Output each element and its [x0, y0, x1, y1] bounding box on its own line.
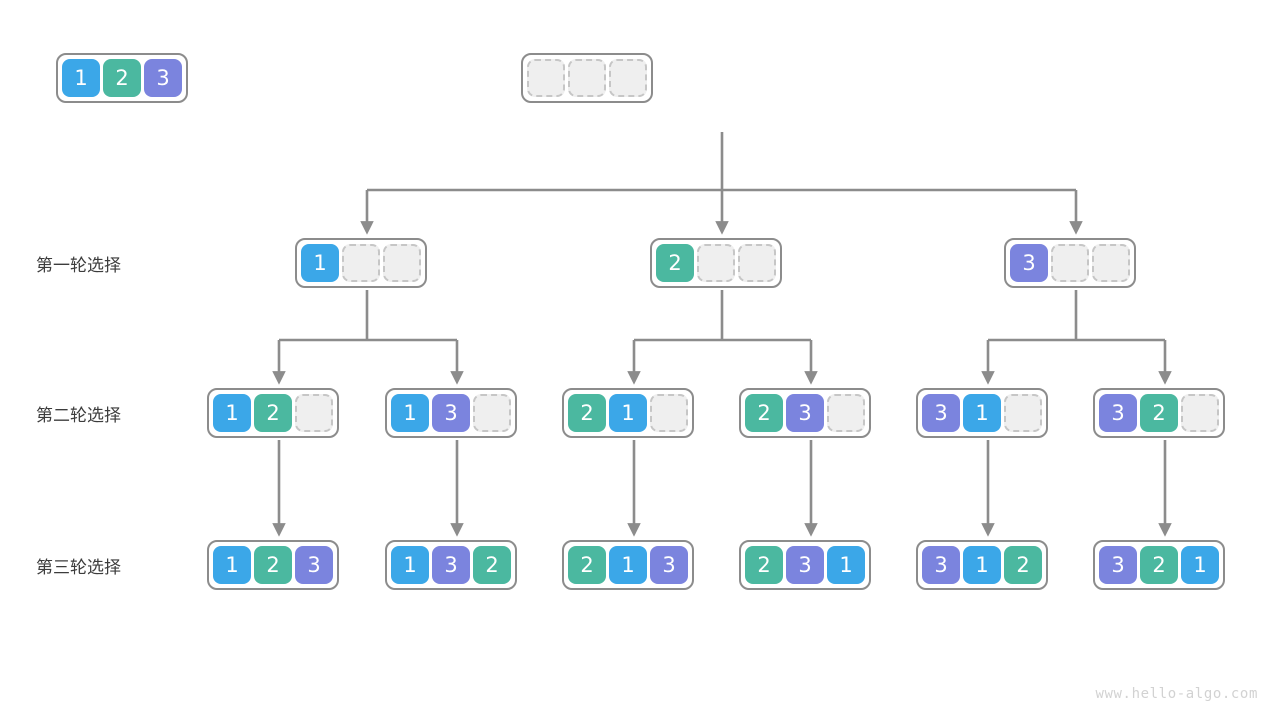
r3n4-cell-2: 2: [745, 546, 783, 584]
r3n5-cell-3: 3: [922, 546, 960, 584]
r2n3-cell-2: 2: [568, 394, 606, 432]
r2n2-cell-1: 1: [391, 394, 429, 432]
r1n3-cell-empty: [1051, 244, 1089, 282]
r2n6-cell-3: 3: [1099, 394, 1137, 432]
r3n2-cell-1: 1: [391, 546, 429, 584]
state-cell-empty: [568, 59, 606, 97]
r2n5-cell-1: 1: [963, 394, 1001, 432]
r2n5-cell-3: 3: [922, 394, 960, 432]
r2n2-cell-empty: [473, 394, 511, 432]
r3n6-cell-1: 1: [1181, 546, 1219, 584]
watermark: www.hello-algo.com: [1095, 686, 1258, 702]
r3n6-cell-2: 2: [1140, 546, 1178, 584]
r2n4-cell-3: 3: [786, 394, 824, 432]
r3n5-cell-2: 2: [1004, 546, 1042, 584]
r3n4-cell-3: 3: [786, 546, 824, 584]
r3n6-cell-3: 3: [1099, 546, 1137, 584]
state-node-r1-2: 2: [650, 238, 782, 288]
r2n2-cell-3: 3: [432, 394, 470, 432]
state-assignment: state =: [521, 53, 653, 103]
r1n2-cell-2: 2: [656, 244, 694, 282]
r3n3-cell-1: 1: [609, 546, 647, 584]
r2n1-cell-1: 1: [213, 394, 251, 432]
choices-cell-3: 3: [144, 59, 182, 97]
r1n3-cell-3: 3: [1010, 244, 1048, 282]
state-cell-empty: [609, 59, 647, 97]
r1n2-cell-empty: [738, 244, 776, 282]
r1n1-cell-empty: [383, 244, 421, 282]
r3n2-cell-3: 3: [432, 546, 470, 584]
r2n5-cell-empty: [1004, 394, 1042, 432]
choices-cell-1: 1: [62, 59, 100, 97]
r2n4-cell-empty: [827, 394, 865, 432]
r2n1-cell-2: 2: [254, 394, 292, 432]
r2n3-cell-empty: [650, 394, 688, 432]
state-cell-empty: [527, 59, 565, 97]
r1n1-cell-empty: [342, 244, 380, 282]
r3n1-cell-3: 3: [295, 546, 333, 584]
state-node-r1-1: 1: [295, 238, 427, 288]
state-array: [521, 53, 653, 103]
r1n2-cell-empty: [697, 244, 735, 282]
row-label-2: 第二轮选择: [36, 406, 121, 426]
row-label-1: 第一轮选择: [36, 256, 121, 276]
choices-cell-2: 2: [103, 59, 141, 97]
r2n6-cell-empty: [1181, 394, 1219, 432]
r3n3-cell-3: 3: [650, 546, 688, 584]
choices-assignment: choices = 123: [56, 53, 191, 103]
r2n4-cell-2: 2: [745, 394, 783, 432]
r1n1-cell-1: 1: [301, 244, 339, 282]
r3n4-cell-1: 1: [827, 546, 865, 584]
r2n1-cell-empty: [295, 394, 333, 432]
r2n6-cell-2: 2: [1140, 394, 1178, 432]
r3n1-cell-2: 2: [254, 546, 292, 584]
state-node-r1-3: 3: [1004, 238, 1136, 288]
r3n2-cell-2: 2: [473, 546, 511, 584]
row-label-3: 第三轮选择: [36, 558, 121, 578]
r1n3-cell-empty: [1092, 244, 1130, 282]
r3n3-cell-2: 2: [568, 546, 606, 584]
r3n1-cell-1: 1: [213, 546, 251, 584]
r2n3-cell-1: 1: [609, 394, 647, 432]
r3n5-cell-1: 1: [963, 546, 1001, 584]
